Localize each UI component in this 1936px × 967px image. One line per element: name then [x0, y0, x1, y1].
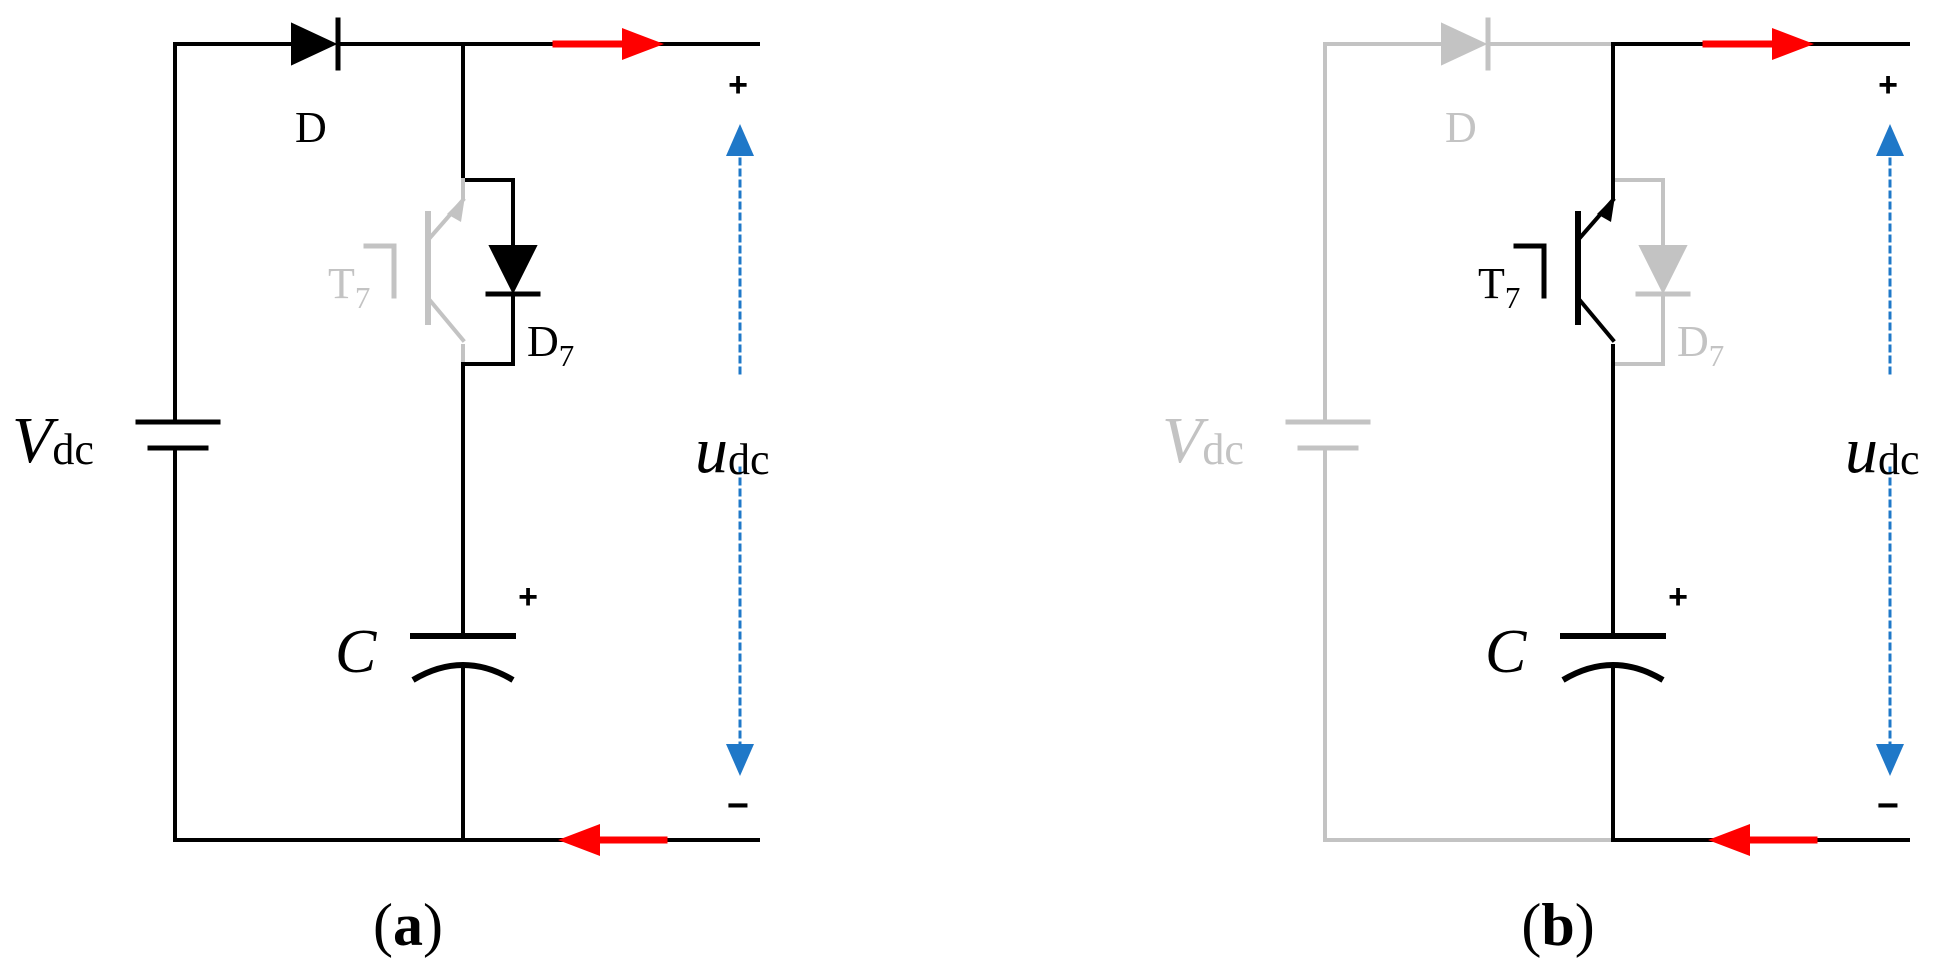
label-c-main: C [1485, 618, 1527, 686]
cap-plate-curved [411, 662, 515, 683]
cap-polarity-plus: + [518, 578, 538, 616]
current-arrow-top-head [622, 28, 664, 60]
label-udc-main: u [695, 414, 728, 487]
output-bottom [1611, 824, 1910, 856]
voltage-arrow-down-head [1876, 744, 1904, 776]
label-c: C [1485, 618, 1527, 686]
terminal-minus: − [1877, 785, 1899, 827]
voltage-arrow-up-head [1876, 124, 1904, 156]
label-d7: D7 [527, 317, 574, 373]
label-d: D [295, 103, 327, 152]
label-t7-main: T [1478, 259, 1505, 308]
voltage-arrow-up-head [726, 124, 754, 156]
label-udc-subscript: dc [728, 435, 770, 484]
capacitor-branch: +C [1485, 362, 1688, 842]
label-vdc-main: V [1162, 404, 1209, 477]
label-d: D [1445, 103, 1477, 152]
output-top [1611, 28, 1910, 60]
label-udc-subscript: dc [1878, 435, 1920, 484]
cap-plate-curved [1561, 662, 1665, 683]
label-d7-subscript: 7 [559, 338, 575, 373]
diode-d-triangle [1441, 22, 1488, 66]
label-vdc-subscript: dc [52, 425, 94, 474]
output-voltage: + − udc [1845, 66, 1920, 827]
d7-triangle [488, 245, 538, 295]
d7-triangle [1638, 245, 1688, 295]
label-udc-main: u [1845, 414, 1878, 487]
label-d7-subscript: 7 [1709, 338, 1725, 373]
t7-arrow-head [1597, 196, 1615, 222]
label-udc: udc [695, 414, 770, 487]
caption-open: ( [373, 892, 393, 958]
label-vdc-subscript: dc [1202, 425, 1244, 474]
label-d-main: D [295, 103, 327, 152]
terminal-plus: + [728, 66, 748, 104]
label-vdc: Vdc [12, 404, 94, 477]
caption-close: ) [1575, 892, 1595, 958]
label-t7-subscript: 7 [355, 280, 371, 315]
t7-collector [1575, 295, 1616, 343]
capacitor-branch: +C [335, 362, 538, 842]
current-arrow-top-head [1772, 28, 1814, 60]
caption-letter: b [1541, 892, 1574, 958]
terminal-minus: − [727, 785, 749, 827]
label-d7: D7 [1677, 317, 1724, 373]
panel-caption: (b) [1521, 892, 1594, 958]
diode-d: D [173, 17, 465, 152]
caption-close: ) [423, 892, 443, 958]
current-arrow-bottom-head [558, 824, 600, 856]
label-vdc: Vdc [1162, 404, 1244, 477]
label-d7-main: D [1677, 317, 1709, 366]
caption-letter: a [393, 892, 423, 958]
label-d-main: D [1445, 103, 1477, 152]
t7-collector [425, 295, 466, 343]
caption-open: ( [1521, 892, 1541, 958]
cap-polarity-plus: + [1668, 578, 1688, 616]
panel-caption: (a) [373, 892, 443, 958]
output-bottom [461, 824, 760, 856]
label-vdc-main: V [12, 404, 59, 477]
label-c-main: C [335, 618, 377, 686]
current-arrow-bottom-head [1708, 824, 1750, 856]
terminal-plus: + [1878, 66, 1898, 104]
voltage-arrow-down-head [726, 744, 754, 776]
diode-d-triangle [291, 22, 338, 66]
label-t7-main: T [328, 259, 355, 308]
label-t7: T7 [328, 259, 370, 315]
label-t7: T7 [1478, 259, 1520, 315]
output-top [461, 28, 760, 60]
t7-arrow-head [447, 196, 465, 222]
label-c: C [335, 618, 377, 686]
diode-d: D [1323, 17, 1615, 152]
label-d7-main: D [527, 317, 559, 366]
source-branch: Vdc [12, 42, 465, 842]
source-branch: Vdc [1162, 42, 1615, 842]
label-udc: udc [1845, 414, 1920, 487]
output-voltage: + − udc [695, 66, 770, 827]
label-t7-subscript: 7 [1505, 280, 1521, 315]
